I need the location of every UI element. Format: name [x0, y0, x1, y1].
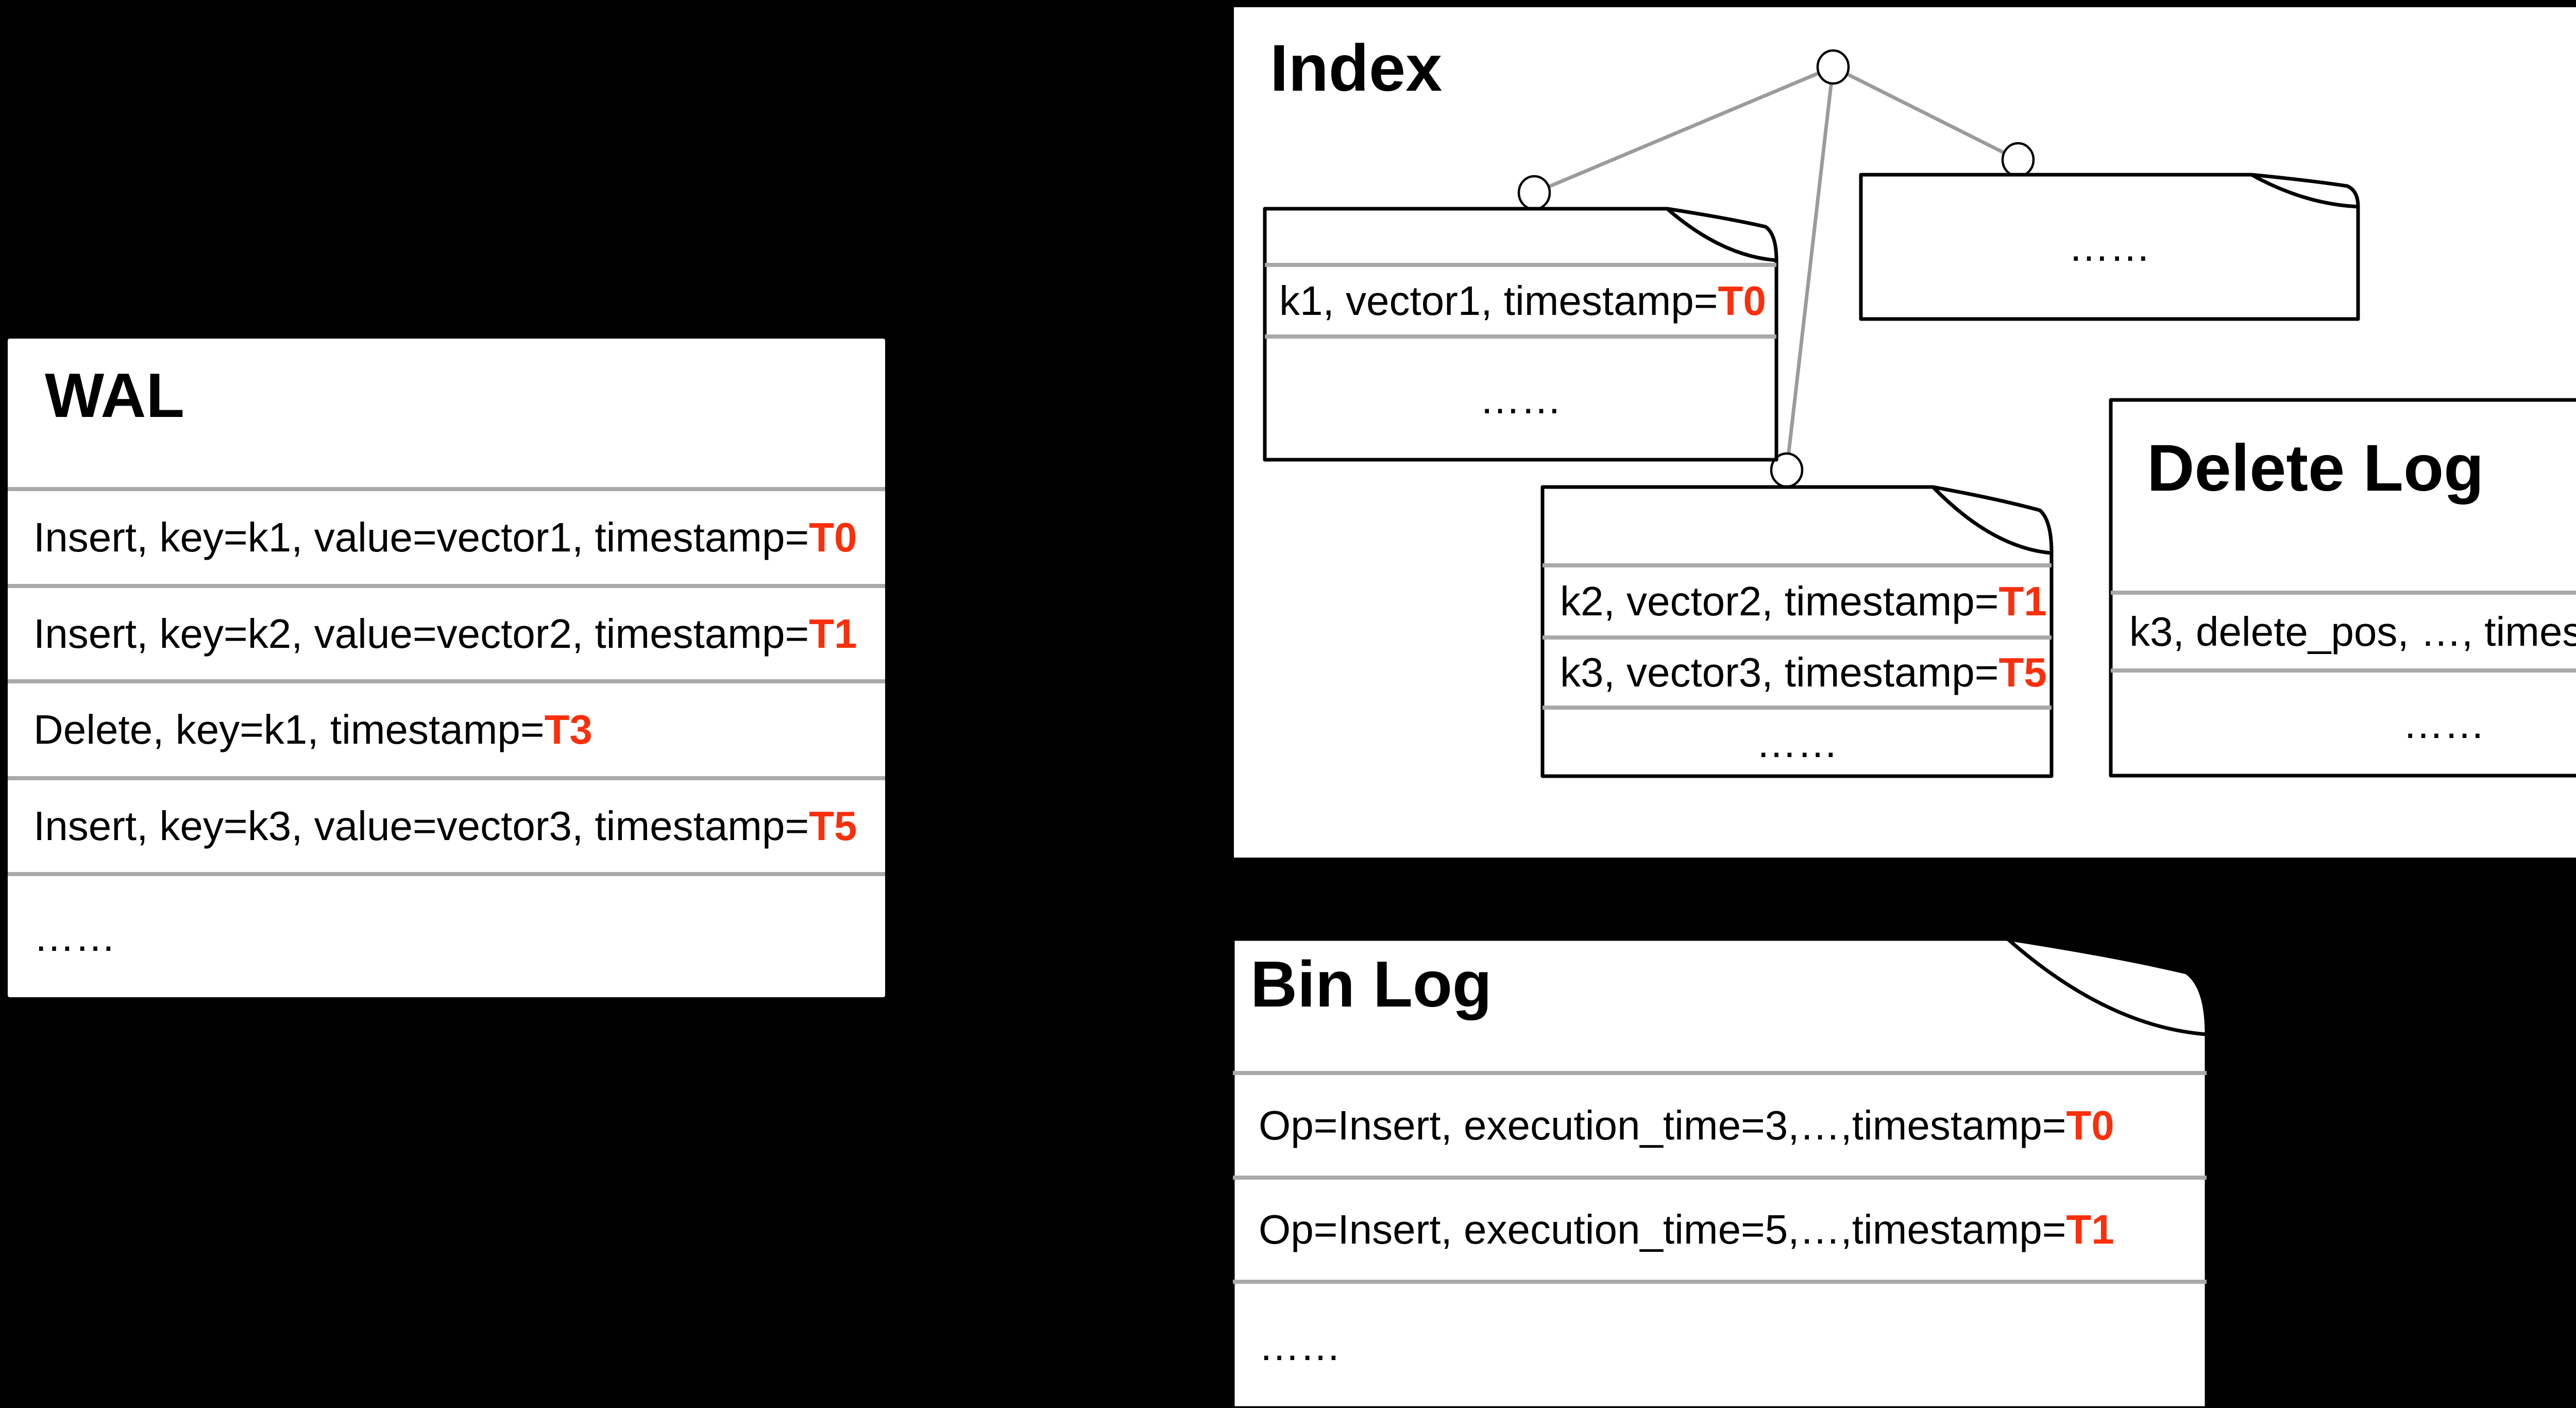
- row-text: Insert, key=k3, value=vector3, timestamp…: [33, 803, 809, 849]
- row-timestamp: T5: [809, 803, 857, 849]
- delete-log-row: k3, delete_pos, …, timestamp=T3: [2111, 591, 2576, 668]
- row-text: k1, vector1, timestamp=: [1279, 277, 1718, 324]
- bin-log: Bin Log Op=Insert, execution_time=3,…,ti…: [1231, 937, 2209, 1408]
- delete-log: Delete Log k3, delete_pos, …, timestamp=…: [2109, 398, 2576, 778]
- segment-ellipsis: ……: [2068, 224, 2151, 270]
- bin-log-row: Op=Insert, execution_time=3,…,timestamp=…: [1233, 1071, 2207, 1176]
- row-timestamp: T3: [544, 707, 592, 752]
- segment-file-3: k2, vector2, timestamp=T1 k3, vector3, t…: [1540, 485, 2054, 778]
- tree-edge: [1533, 65, 1834, 195]
- document-shape: [1263, 207, 1778, 462]
- delete-log-title: Delete Log: [2147, 431, 2484, 505]
- tree-edge: [1785, 66, 1835, 471]
- segment-row: k2, vector2, timestamp=T1: [1543, 563, 2052, 635]
- row-timestamp: T1: [1998, 578, 2047, 624]
- row-timestamp: T1: [2066, 1206, 2114, 1252]
- bin-log-title: Bin Log: [1250, 948, 1492, 1020]
- row-text: k3, delete_pos, …, timestamp=: [2129, 608, 2576, 655]
- row-text: ……: [33, 913, 116, 960]
- document-body: [2109, 398, 2576, 778]
- tree-node: [2001, 142, 2035, 178]
- segment-row: k3, vector3, timestamp=T5: [1543, 635, 2052, 706]
- row-text: ……: [1756, 719, 1838, 766]
- delete-log-row-ellipsis: ……: [2111, 668, 2576, 776]
- row-text: k3, vector3, timestamp=: [1560, 649, 1999, 695]
- row-text: Insert, key=k1, value=vector1, timestamp…: [33, 514, 809, 560]
- row-timestamp: T0: [2066, 1102, 2114, 1148]
- bin-log-row: Op=Insert, execution_time=5,…,timestamp=…: [1233, 1176, 2207, 1280]
- index-title: Index: [1270, 31, 1443, 105]
- row-text: ……: [2402, 701, 2485, 747]
- wal-row: Insert, key=k1, value=vector1, timestamp…: [8, 487, 885, 584]
- folded-corner-icon: [2006, 937, 2209, 1036]
- document-shape: [1859, 173, 2360, 321]
- row-timestamp: T1: [809, 610, 857, 657]
- row-text: k2, vector2, timestamp=: [1560, 578, 1999, 624]
- segment-file-1: k1, vector1, timestamp=T0 ……: [1263, 207, 1778, 462]
- bin-log-row-ellipsis: ……: [1233, 1280, 2207, 1408]
- index-panel: Index k1, vector1, timestamp=T0 ……: [1234, 7, 2576, 858]
- row-text: Op=Insert, execution_time=5,…,timestamp=: [1259, 1206, 2066, 1252]
- document-shape: [1540, 485, 2054, 778]
- folded-corner-icon: [1665, 207, 1778, 262]
- wal-table: WAL Insert, key=k1, value=vector1, times…: [6, 337, 887, 999]
- tree-node: [1517, 175, 1551, 211]
- wal-row: Insert, key=k2, value=vector2, timestamp…: [8, 584, 885, 679]
- wal-row: Delete, key=k1, timestamp=T3: [8, 679, 885, 776]
- wal-title: WAL: [45, 360, 185, 430]
- folded-corner-icon: [2249, 173, 2360, 209]
- segment-file-2: ……: [1859, 173, 2360, 321]
- document-shape: [2109, 398, 2576, 778]
- row-timestamp: T0: [1718, 277, 1766, 324]
- tree-root-node: [1816, 49, 1850, 85]
- row-text: ……: [1259, 1322, 1341, 1369]
- row-timestamp: T5: [1998, 649, 2047, 695]
- segment-row: k1, vector1, timestamp=T0: [1265, 263, 1776, 334]
- wal-row-ellipsis: ……: [8, 872, 885, 997]
- index-tree-diagram: [1517, 49, 2035, 488]
- row-text: ……: [1479, 376, 1562, 422]
- segment-row-ellipsis: ……: [1265, 334, 1776, 460]
- row-text: Insert, key=k2, value=vector2, timestamp…: [33, 610, 809, 657]
- row-text: Delete, key=k1, timestamp=: [33, 707, 545, 752]
- tree-edge: [1832, 65, 2019, 162]
- segment-row-ellipsis: ……: [1543, 706, 2052, 776]
- document-shape: [1231, 937, 2209, 1408]
- folded-corner-icon: [1931, 485, 2054, 555]
- row-timestamp: T0: [809, 514, 857, 560]
- wal-row: Insert, key=k3, value=vector3, timestamp…: [8, 776, 885, 872]
- row-text: Op=Insert, execution_time=3,…,timestamp=: [1259, 1102, 2066, 1148]
